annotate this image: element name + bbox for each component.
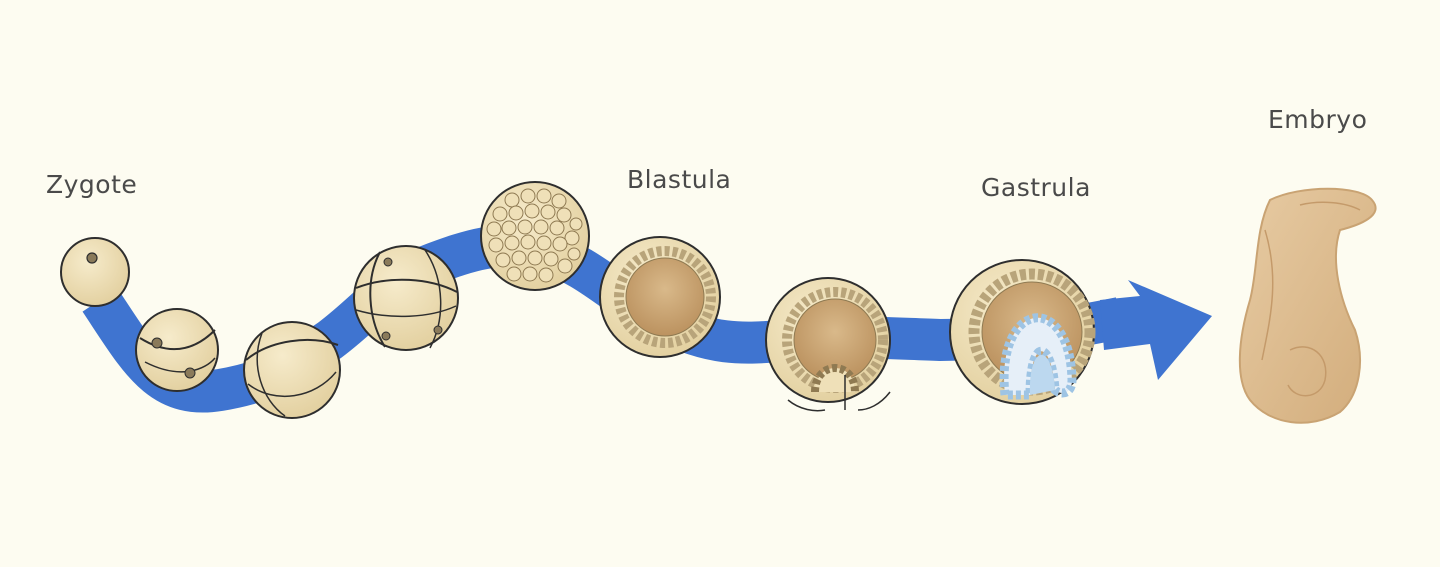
two-cell-stage-icon (135, 308, 219, 392)
blastula-icon (599, 236, 721, 358)
label-embryo: Embryo (1268, 105, 1368, 134)
label-gastrula: Gastrula (981, 173, 1091, 202)
four-cell-stage-icon (243, 321, 341, 419)
morula-icon (480, 181, 590, 291)
embryo-icon (1238, 187, 1377, 424)
gastrula-icon (949, 259, 1096, 405)
label-zygote: Zygote (46, 170, 138, 199)
arrow-head (1100, 280, 1212, 380)
early-gastrula-icon (765, 277, 891, 412)
label-blastula: Blastula (627, 165, 732, 194)
zygote-cell-icon (60, 237, 130, 307)
eight-cell-stage-icon (353, 245, 459, 351)
